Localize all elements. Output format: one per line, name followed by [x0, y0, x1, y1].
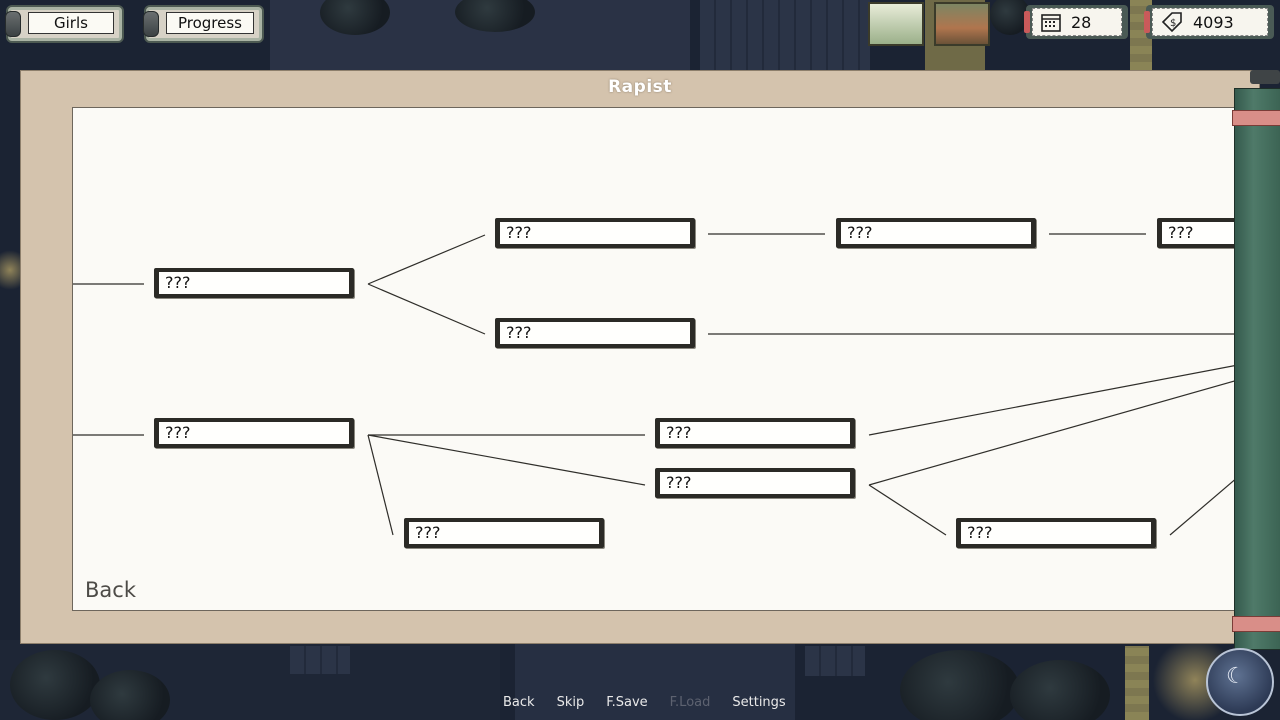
- day-counter: 28: [1024, 5, 1128, 39]
- dialog-back-button[interactable]: Back: [85, 578, 136, 602]
- location-portrait: [868, 2, 924, 46]
- knob-icon: [5, 11, 21, 37]
- money-value: 4093: [1193, 12, 1234, 32]
- quick-save-button[interactable]: F.Save: [606, 695, 648, 710]
- progress-button-label: Progress: [166, 12, 254, 34]
- tree-node[interactable]: ???: [836, 218, 1036, 248]
- girls-button-label: Girls: [28, 12, 114, 34]
- knob-icon: [143, 11, 159, 37]
- quick-load-button[interactable]: F.Load: [669, 695, 711, 710]
- tree-node[interactable]: ???: [655, 418, 855, 448]
- calendar-icon: [1041, 14, 1061, 32]
- day-value: 28: [1071, 12, 1092, 32]
- dialog-title: Rapist: [608, 77, 672, 97]
- time-of-day-moon-icon[interactable]: ☾: [1206, 648, 1274, 716]
- tree-node[interactable]: ???: [495, 218, 695, 248]
- tree-node[interactable]: ???: [495, 318, 695, 348]
- svg-text:$: $: [1170, 18, 1176, 29]
- money-tag-icon: $: [1161, 12, 1182, 33]
- character-portrait[interactable]: [934, 2, 990, 46]
- tree-node[interactable]: ???: [404, 518, 604, 548]
- quick-skip-button[interactable]: Skip: [556, 695, 585, 710]
- progress-button[interactable]: Progress: [143, 5, 264, 43]
- tree-node[interactable]: ???: [154, 418, 354, 448]
- money-counter: $ 4093: [1144, 5, 1274, 39]
- quick-settings-button[interactable]: Settings: [732, 695, 786, 710]
- tree-node[interactable]: ???: [655, 468, 855, 498]
- tree-connectors: [73, 233, 1238, 536]
- girls-button[interactable]: Girls: [5, 5, 124, 43]
- progress-dialog: Rapist ??? ??? ??? ??? ??: [20, 70, 1260, 644]
- tree-node[interactable]: ???: [1157, 218, 1238, 248]
- tree-node[interactable]: ???: [956, 518, 1156, 548]
- progress-tree-sheet: ??? ??? ??? ??? ??? ??? ??? ??? ??? ??? …: [72, 107, 1239, 611]
- tree-node[interactable]: ???: [154, 268, 354, 298]
- quick-menu: Back Skip F.Save F.Load Settings: [503, 695, 786, 710]
- quick-back-button[interactable]: Back: [503, 695, 535, 710]
- scroll-roller[interactable]: [1232, 70, 1280, 670]
